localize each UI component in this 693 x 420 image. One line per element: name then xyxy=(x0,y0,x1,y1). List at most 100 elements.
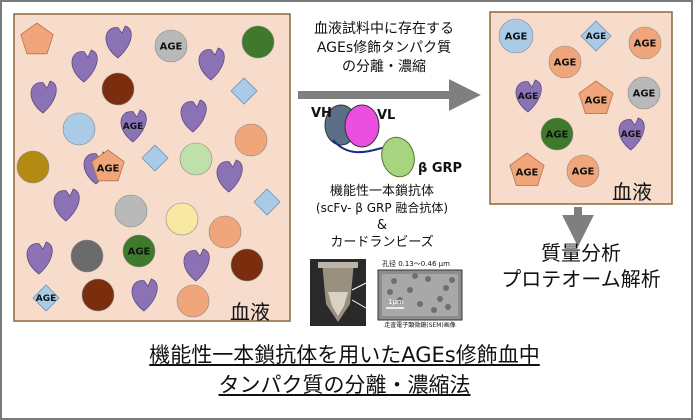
age-label: AGE xyxy=(633,89,656,100)
sem-pore xyxy=(445,304,451,310)
glycated-protein xyxy=(71,49,98,83)
age-label: AGE xyxy=(518,92,539,102)
protein-circle xyxy=(179,142,213,176)
protein-pentagon xyxy=(20,22,54,55)
arrow-caption-line-2: AGEs修飾タンパク質 xyxy=(316,40,452,56)
protein-circle xyxy=(81,278,115,312)
age-label: AGE xyxy=(585,96,608,107)
age-label: AGE xyxy=(505,32,528,43)
sem-pore xyxy=(431,307,437,313)
protein-circle xyxy=(234,123,268,157)
glycated-protein xyxy=(105,25,132,59)
sem-pore xyxy=(437,296,443,302)
sem-pore xyxy=(425,276,431,282)
age-label: AGE xyxy=(572,167,595,178)
protein-circle xyxy=(566,154,600,188)
glycated-protein xyxy=(216,159,243,193)
sem-image xyxy=(377,269,463,321)
protein-circle xyxy=(498,18,534,54)
protein-circle xyxy=(70,239,104,273)
age-label: AGE xyxy=(621,130,642,140)
protein-pentagon xyxy=(578,80,614,114)
analysis-text: 質量分析 プロテオーム解析 xyxy=(492,240,670,292)
protein-diamond xyxy=(230,77,258,105)
arrow-caption-line-1: 血液試料中に存在する xyxy=(314,21,454,37)
age-label: AGE xyxy=(123,122,144,132)
protein-diamond xyxy=(32,284,60,312)
vl-domain xyxy=(344,104,380,148)
age-label: AGE xyxy=(36,294,57,304)
left-molecules: AGE AGE AGE AGE AGE xyxy=(16,22,281,318)
protein-circle xyxy=(241,25,275,59)
figure-title-line-1: 機能性一本鎖抗体を用いたAGEs修飾血中 xyxy=(149,343,540,367)
antibody-name: 機能性一本鎖抗体 (scFv- β GRP 融合抗体) & カードランビーズ xyxy=(298,183,466,251)
protein-circle xyxy=(230,248,264,282)
sem-scale-label: 1μm xyxy=(388,298,404,306)
glycated-protein xyxy=(30,80,57,114)
analysis-line-2: プロテオーム解析 xyxy=(501,267,661,291)
protein-circle xyxy=(114,194,148,228)
protein-circle xyxy=(548,45,582,79)
arrow-caption: 血液試料中に存在する AGEs修飾タンパク質 の分離・濃縮 xyxy=(298,20,470,77)
age-label: AGE xyxy=(554,58,577,69)
protein-circle xyxy=(165,202,199,236)
sem-caption: 走査電子顕微鏡(SEM)画像 xyxy=(384,322,456,329)
figure-title: 機能性一本鎖抗体を用いたAGEs修飾血中 タンパク質の分離・濃縮法 xyxy=(0,340,689,400)
antibody-name-line-3: & xyxy=(376,218,388,233)
glycated-protein xyxy=(183,248,210,282)
protein-circle xyxy=(208,215,242,249)
antibody-name-line-1: 機能性一本鎖抗体 xyxy=(329,184,434,199)
protein-diamond xyxy=(580,20,612,52)
age-label: AGE xyxy=(128,247,151,258)
protein-circle xyxy=(62,112,96,146)
sem-pore xyxy=(407,287,413,293)
grp-domain xyxy=(381,136,415,178)
glycated-protein xyxy=(26,241,53,275)
sem-pore xyxy=(449,277,455,283)
age-label: AGE xyxy=(160,42,183,53)
protein-circle xyxy=(122,234,156,268)
glycated-protein xyxy=(180,99,207,133)
figure-title-line-2: タンパク質の分離・濃縮法 xyxy=(218,373,471,397)
sem-pore xyxy=(412,273,418,279)
glycated-protein xyxy=(131,278,158,312)
linker xyxy=(332,139,387,154)
age-label: AGE xyxy=(97,164,120,175)
glycated-protein xyxy=(618,117,645,151)
vl-label: VL xyxy=(377,108,396,123)
sem-pore-size: 孔径 0.13～0.46 μm xyxy=(382,260,450,268)
glycated-protein xyxy=(515,79,542,113)
protein-diamond xyxy=(141,144,169,172)
vh-label: VH xyxy=(311,106,332,121)
protein-circle xyxy=(540,117,574,151)
sem-pore xyxy=(391,278,397,284)
age-label: AGE xyxy=(516,168,539,179)
antibody-name-line-4: カードランビーズ xyxy=(330,235,434,250)
grp-label: β GRP xyxy=(418,161,463,176)
protein-circle xyxy=(628,26,662,60)
protein-pentagon xyxy=(509,152,545,187)
sem-pore xyxy=(387,289,393,295)
protein-circle xyxy=(154,29,188,63)
age-label: AGE xyxy=(586,32,607,42)
sem-pore xyxy=(417,301,423,307)
age-label: AGE xyxy=(546,130,569,141)
protein-diamond xyxy=(253,188,281,216)
sem-pore xyxy=(397,297,403,303)
analysis-line-1: 質量分析 xyxy=(541,241,621,265)
arrow-caption-line-3: の分離・濃縮 xyxy=(342,59,426,75)
protein-circle xyxy=(627,76,661,110)
protein-circle xyxy=(101,72,135,106)
protein-pentagon xyxy=(91,149,125,182)
glycated-protein xyxy=(120,109,147,143)
antibody-name-line-2: (scFv- β GRP 融合抗体) xyxy=(315,201,449,215)
left-blood-label: 血液 xyxy=(230,300,270,324)
antibody-illustration xyxy=(324,104,415,178)
right-blood-label: 血液 xyxy=(612,180,652,204)
protein-circle xyxy=(16,150,50,184)
sem-pore xyxy=(443,285,449,291)
protein-circle xyxy=(176,284,210,318)
glycated-protein xyxy=(198,47,225,81)
